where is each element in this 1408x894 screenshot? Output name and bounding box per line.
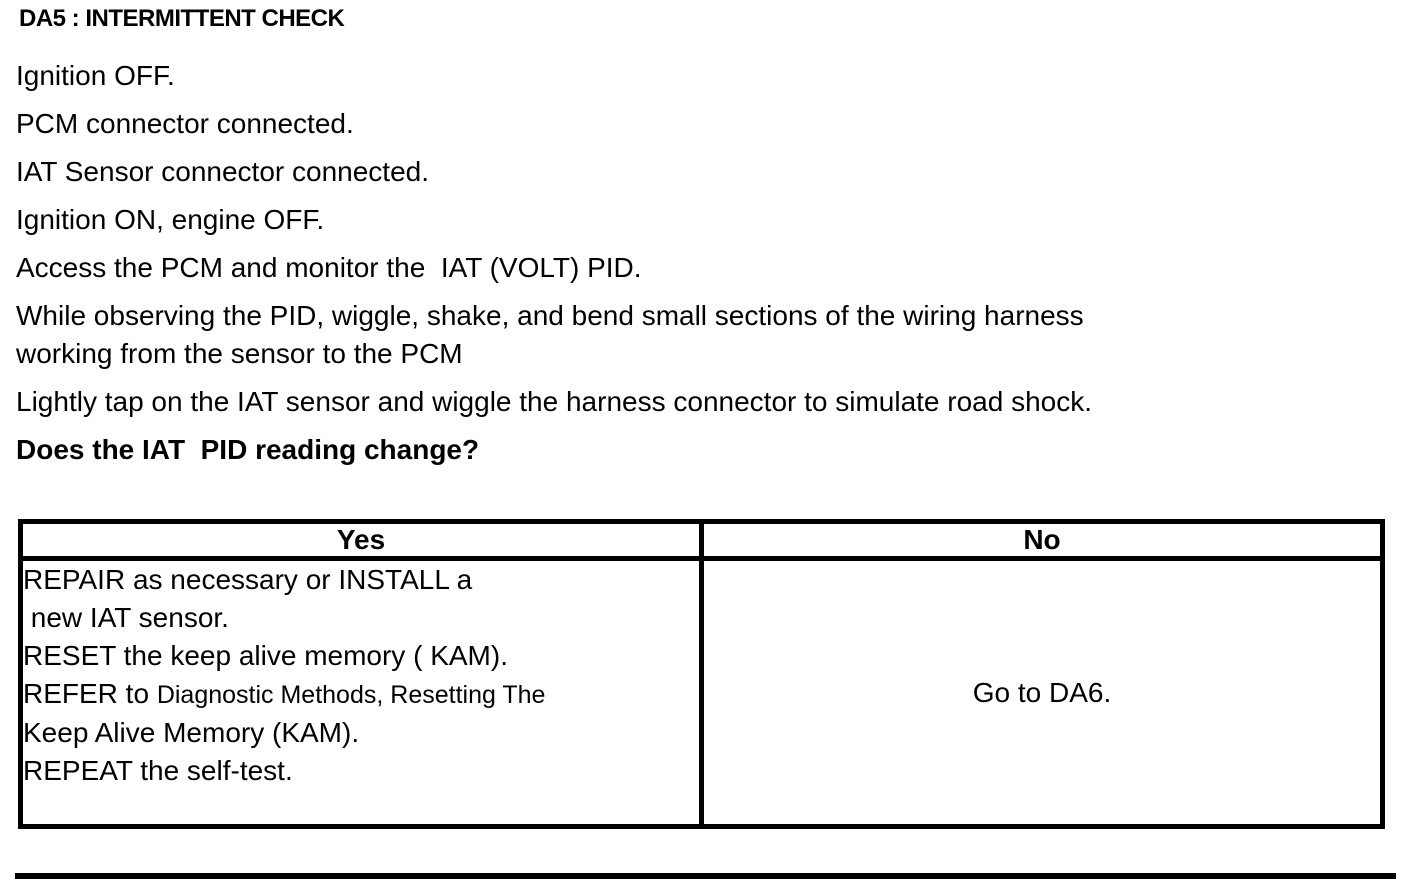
no-cell: Go to DA6. (699, 556, 1385, 829)
refer-reference: Diagnostic Methods, Resetting The (156, 681, 546, 709)
yes-action-line-1: REPAIR as necessary or INSTALL a (23, 564, 473, 595)
yes-cell: REPAIR as necessary or INSTALL a new IAT… (18, 556, 704, 829)
procedure-step-3: IAT Sensor connector connected. (16, 156, 429, 187)
yes-action-line-refer: REFER to Diagnostic Methods, Resetting T… (23, 675, 699, 714)
yes-action-line-3: RESET the keep alive memory ( KAM). (23, 640, 508, 671)
yes-action-line-2: new IAT sensor. (23, 602, 229, 633)
bottom-rule-divider (15, 873, 1396, 879)
procedure-step-4: Ignition ON, engine OFF. (16, 204, 325, 235)
yes-column-header: Yes (18, 519, 704, 561)
procedure-question: Does the IAT PID reading change? (16, 434, 480, 465)
procedure-step-6: While observing the PID, wiggle, shake, … (16, 300, 1084, 369)
procedure-step-2: PCM connector connected. (16, 108, 354, 139)
results-body-row: REPAIR as necessary or INSTALL a new IAT… (18, 556, 1385, 829)
procedure-step-1: Ignition OFF. (16, 60, 175, 91)
procedure-title: DA5 : INTERMITTENT CHECK (19, 5, 345, 32)
refer-prefix: REFER to (23, 678, 157, 709)
no-column-header: No (699, 519, 1385, 561)
results-table: Yes No REPAIR as necessary or INSTALL a … (18, 519, 1385, 829)
no-action: Go to DA6. (972, 676, 1112, 708)
results-header-row: Yes No (18, 519, 1385, 561)
yes-action-line-5: Keep Alive Memory (KAM). (23, 717, 360, 748)
yes-action-line-6: REPEAT the self-test. (23, 755, 293, 786)
procedure-step-7: Lightly tap on the IAT sensor and wiggle… (16, 386, 1093, 417)
procedure-step-5: Access the PCM and monitor the IAT (VOLT… (16, 252, 642, 283)
